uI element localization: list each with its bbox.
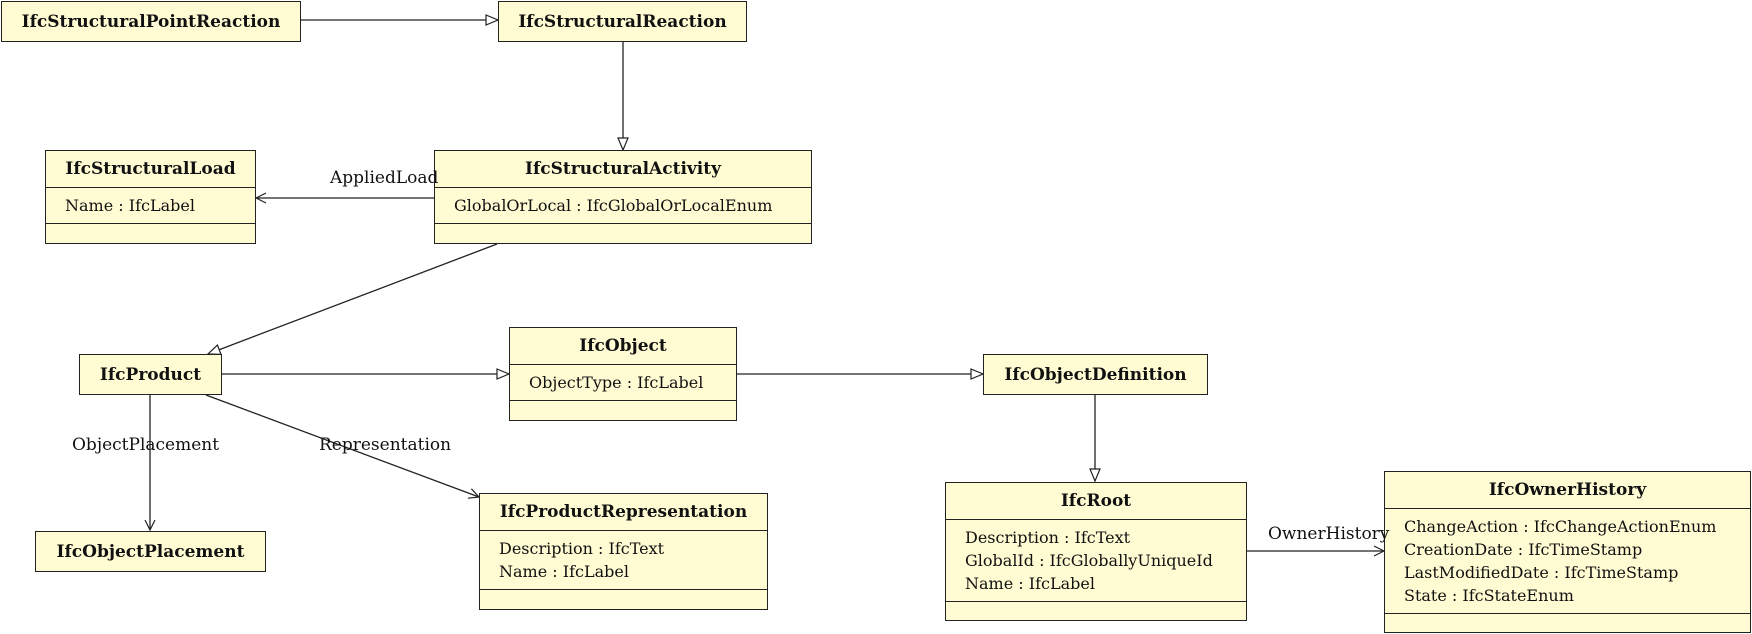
association-label-owner-history: OwnerHistory [1268,524,1390,544]
association-label-applied-load: AppliedLoad [330,168,439,188]
class-name: IfcStructuralPointReaction [21,11,281,32]
attribute: ObjectType : IfcLabel [529,373,704,392]
association-label-representation: Representation [319,435,452,455]
class-attributes: Description : IfcText Name : IfcLabel [480,531,767,590]
class-ifc-product-representation[interactable]: IfcProductRepresentation Description : I… [479,493,768,610]
class-ifc-structural-reaction[interactable]: IfcStructuralReaction [498,1,747,42]
class-attributes: ObjectType : IfcLabel [510,365,736,401]
class-name: IfcRoot [946,483,1246,520]
class-ifc-object[interactable]: IfcObject ObjectType : IfcLabel [509,327,737,421]
class-ifc-structural-point-reaction[interactable]: IfcStructuralPointReaction [1,1,301,42]
attribute: GlobalOrLocal : IfcGlobalOrLocalEnum [454,196,773,215]
association-representation [205,394,479,497]
class-operations [1385,614,1750,632]
class-attributes: ChangeAction : IfcChangeActionEnum Creat… [1385,509,1750,614]
class-attributes: Name : IfcLabel [46,188,255,224]
class-attributes: Description : IfcText GlobalId : IfcGlob… [946,520,1246,602]
class-name: IfcObjectPlacement [56,541,245,562]
attribute: Description : IfcText [965,528,1131,547]
attribute: GlobalId : IfcGloballyUniqueId [965,551,1213,570]
class-operations [435,224,811,243]
class-ifc-owner-history[interactable]: IfcOwnerHistory ChangeAction : IfcChange… [1384,471,1751,633]
class-name: IfcObject [510,328,736,365]
class-ifc-product[interactable]: IfcProduct [79,354,222,395]
class-name: IfcProduct [99,364,202,385]
class-ifc-structural-activity[interactable]: IfcStructuralActivity GlobalOrLocal : If… [434,150,812,244]
class-ifc-root[interactable]: IfcRoot Description : IfcText GlobalId :… [945,482,1247,621]
attribute: State : IfcStateEnum [1404,586,1574,605]
attribute: Description : IfcText [499,539,665,558]
class-operations [946,602,1246,620]
class-operations [46,224,255,243]
association-label-object-placement: ObjectPlacement [72,435,220,455]
class-name: IfcProductRepresentation [480,494,767,531]
class-name: IfcStructuralActivity [435,151,811,188]
class-operations [510,401,736,420]
class-name: IfcObjectDefinition [1004,364,1187,385]
generalization-activity-to-product [208,243,498,354]
attribute: ChangeAction : IfcChangeActionEnum [1404,517,1717,536]
class-operations [480,590,767,609]
attribute: Name : IfcLabel [65,196,195,215]
class-ifc-object-placement[interactable]: IfcObjectPlacement [35,531,266,572]
attribute: Name : IfcLabel [965,574,1095,593]
class-name: IfcStructuralLoad [46,151,255,188]
class-ifc-object-definition[interactable]: IfcObjectDefinition [983,354,1208,395]
class-name: IfcStructuralReaction [518,11,727,32]
class-attributes: GlobalOrLocal : IfcGlobalOrLocalEnum [435,188,811,224]
attribute: CreationDate : IfcTimeStamp [1404,540,1643,559]
class-ifc-structural-load[interactable]: IfcStructuralLoad Name : IfcLabel [45,150,256,244]
attribute: Name : IfcLabel [499,562,629,581]
class-name: IfcOwnerHistory [1385,472,1750,509]
attribute: LastModifiedDate : IfcTimeStamp [1404,563,1679,582]
